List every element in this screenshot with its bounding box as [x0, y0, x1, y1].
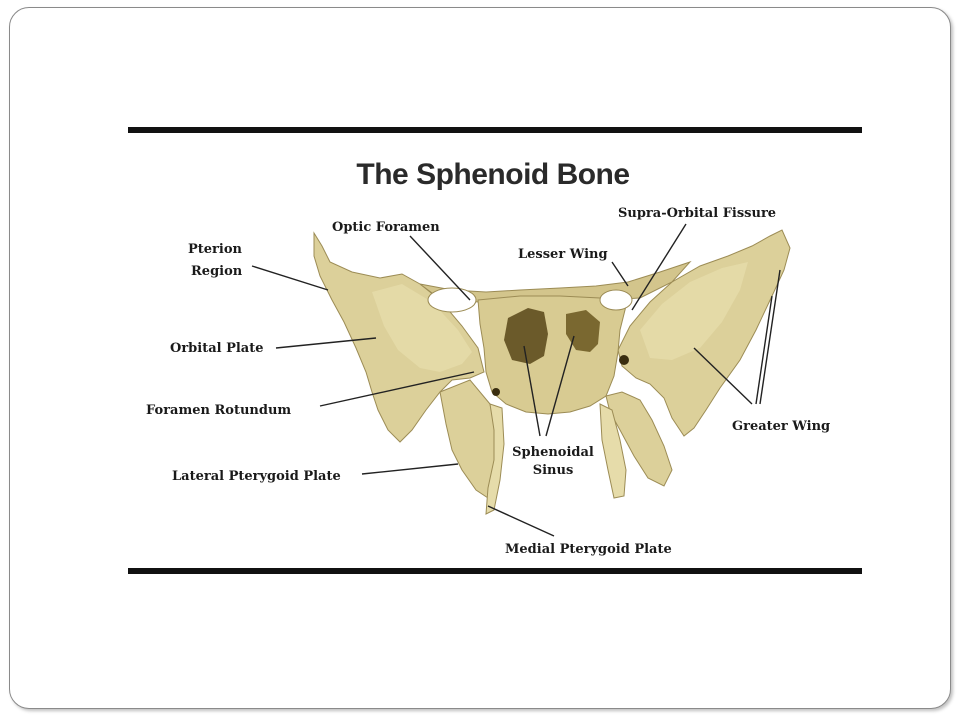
label-sphenoidal-line1: Sphenoidal — [512, 445, 594, 460]
leader-lateral-pterygoid — [361, 463, 459, 475]
leader-sinus-a — [523, 345, 541, 437]
right-orbital-plate — [640, 262, 748, 360]
label-foramen-rotundum: Foramen Rotundum — [146, 403, 291, 418]
labels: Pterion Region Optic Foramen Supra-Orbit… — [146, 206, 830, 557]
label-pterion-line1: Pterion — [188, 242, 243, 257]
leader-pterion — [251, 265, 329, 291]
leader-medial-pterygoid — [487, 505, 555, 537]
left-optic-foramen — [427, 287, 477, 313]
leader-lines — [251, 223, 781, 537]
label-greater-wing: Greater Wing — [732, 419, 830, 434]
right-sphenoidal-sinus — [566, 310, 600, 352]
leader-greater-wing-a — [693, 347, 753, 405]
top-rule — [128, 127, 862, 133]
label-medial-pterygoid-plate: Medial Pterygoid Plate — [505, 542, 672, 557]
label-orbital-plate: Orbital Plate — [170, 341, 264, 356]
label-pterion-line2: Region — [191, 264, 243, 279]
leader-sinus-b — [545, 335, 575, 437]
right-medial-pterygoid-plate — [599, 403, 627, 499]
sphenoid-body — [477, 295, 627, 415]
diagram-title: The Sphenoid Bone — [356, 158, 629, 191]
leader-greater-wing-b — [755, 295, 773, 405]
left-orbital-plate — [372, 284, 472, 372]
label-supra-orbital-fissure: Supra-Orbital Fissure — [618, 206, 776, 221]
left-foramen-rotundum — [492, 388, 500, 396]
right-foramen-rotundum — [619, 355, 629, 365]
label-lateral-pterygoid-plate: Lateral Pterygoid Plate — [172, 469, 341, 484]
label-optic-foramen: Optic Foramen — [332, 220, 440, 235]
left-medial-pterygoid-plate — [485, 403, 505, 515]
leader-supra-orbital-fissure — [631, 223, 687, 311]
leader-orbital-plate — [275, 337, 377, 349]
bottom-rule — [128, 568, 862, 574]
leader-foramen-rotundum — [319, 371, 475, 407]
leader-greater-wing-c — [759, 269, 781, 405]
sphenoid-bone-illustration — [313, 229, 791, 515]
right-optic-foramen — [599, 289, 633, 311]
right-lateral-pterygoid-plate — [605, 391, 673, 487]
label-sphenoidal-line2: Sinus — [533, 463, 574, 478]
leader-optic-foramen — [409, 235, 471, 301]
label-lesser-wing: Lesser Wing — [518, 247, 608, 262]
left-sphenoidal-sinus — [504, 308, 548, 364]
leader-lesser-wing — [611, 261, 629, 287]
